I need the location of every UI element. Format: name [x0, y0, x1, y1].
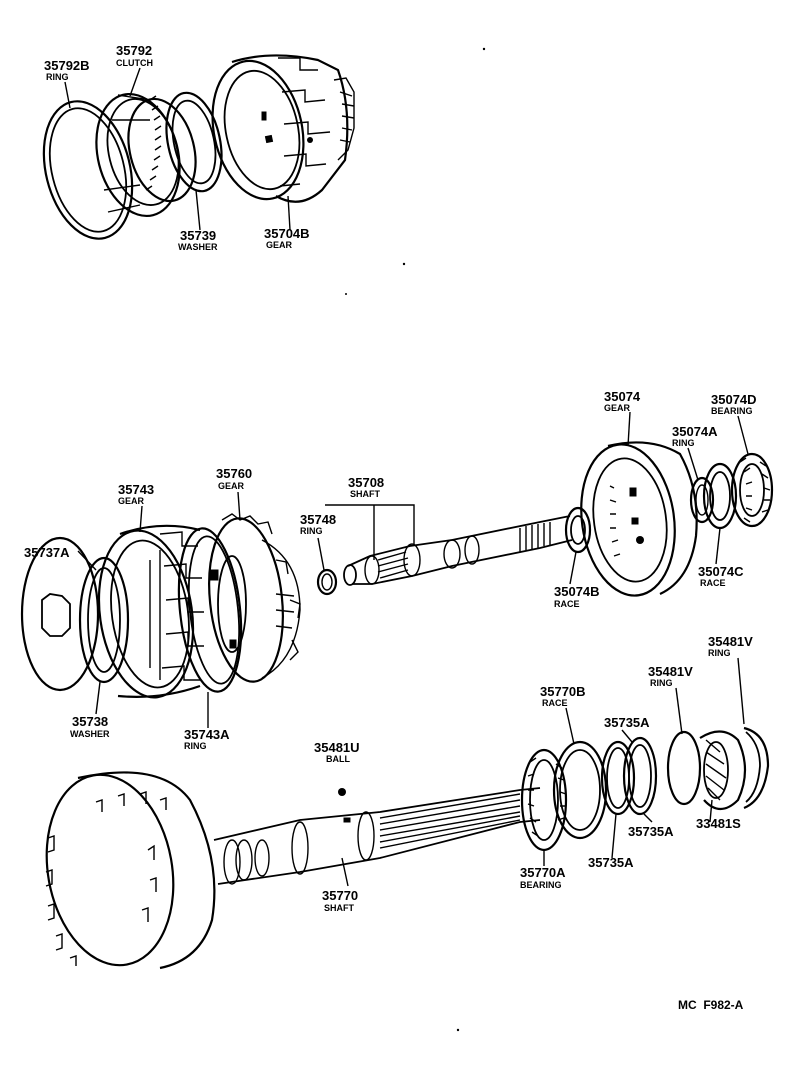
part-name: BEARING: [520, 880, 562, 890]
part-label-35792b: 35792B RING: [44, 58, 90, 82]
part-label-33481s: 33481S: [696, 816, 741, 831]
ring-35481v-outer-drawing: [743, 726, 770, 810]
ring-35748-drawing: [316, 568, 338, 596]
part-label-35743a: 35743A RING: [184, 727, 230, 751]
shaft-35708-drawing: [343, 515, 573, 586]
washer-35737a-drawing: [20, 536, 100, 692]
part-label-35737a: 35737A: [24, 545, 70, 560]
part-label-35074a: 35074A RING: [672, 424, 718, 448]
part-name: RACE: [554, 599, 580, 609]
part-number: 35481V: [648, 664, 693, 679]
race-35074b-drawing: [564, 506, 592, 554]
washer-35739-drawing: [165, 91, 223, 193]
part-number: 35770A: [520, 865, 566, 880]
part-label-35792: 35792 CLUTCH: [116, 43, 153, 68]
part-number: 35735A: [588, 855, 634, 870]
part-name: GEAR: [118, 496, 145, 506]
part-number: 35074D: [711, 392, 757, 407]
race-35770b-drawing: [552, 740, 608, 840]
part-number: 35735A: [628, 824, 674, 839]
part-label-35760: 35760 GEAR: [216, 466, 252, 491]
washer-35738-drawing: [78, 556, 130, 684]
ring-35792b-drawing: [42, 100, 134, 240]
part-label-35739: 35739 WASHER: [178, 228, 218, 252]
part-label-35074b: 35074B RACE: [554, 584, 600, 609]
ball-35481u-drawing: [338, 788, 346, 796]
part-label-35743: 35743 GEAR: [118, 482, 154, 506]
part-number: 35481U: [314, 740, 360, 755]
part-name: BALL: [326, 754, 350, 764]
part-number: 35748: [300, 512, 336, 527]
part-label-35735a-mid: 35735A: [628, 824, 674, 839]
part-label-35770: 35770 SHAFT: [322, 888, 358, 913]
part-label-35074c: 35074C RACE: [698, 564, 744, 588]
part-label-35704b: 35704B GEAR: [264, 226, 310, 250]
part-label-35738: 35738 WASHER: [70, 714, 110, 739]
part-label-35481v-inner: 35481V RING: [648, 664, 693, 688]
shaft-35770-drawing: [45, 771, 541, 970]
part-label-35735a-top: 35735A: [604, 715, 650, 730]
part-label-35481v-outer: 35481V RING: [708, 634, 753, 658]
part-number: 35074A: [672, 424, 718, 439]
part-number: 35737A: [24, 545, 70, 560]
part-number: 35704B: [264, 226, 310, 241]
part-name: RING: [672, 438, 695, 448]
part-number: 33481S: [696, 816, 741, 831]
part-number: 35770: [322, 888, 358, 903]
part-name: GEAR: [266, 240, 293, 250]
gear-35760-drawing: [208, 513, 301, 683]
bearing-35074d-drawing: [730, 452, 774, 528]
ring-35481v-inner-drawing: [666, 730, 702, 806]
part-label-35481u: 35481U BALL: [314, 740, 360, 764]
part-name: GEAR: [604, 403, 631, 413]
part-name: SHAFT: [324, 903, 354, 913]
ring-35735a-drawing: [600, 736, 658, 816]
part-number: 35792: [116, 43, 152, 58]
part-label-35074: 35074 GEAR: [604, 389, 641, 413]
part-label-35074d: 35074D BEARING: [711, 392, 757, 416]
part-number: 35481V: [708, 634, 753, 649]
ring-35074a-drawing: [689, 476, 715, 524]
part-name: RACE: [700, 578, 726, 588]
clutch-35792-drawing: [95, 92, 197, 218]
part-number: 35074: [604, 389, 641, 404]
part-name: BEARING: [711, 406, 753, 416]
figure-code: MC F982-A: [678, 998, 744, 1012]
part-label-35748: 35748 RING: [300, 512, 336, 536]
ring-35743a-drawing: [177, 527, 243, 693]
part-number: 35743: [118, 482, 154, 497]
part-number: 35739: [180, 228, 216, 243]
part-name: WASHER: [178, 242, 218, 252]
part-label-35735a-bottom: 35735A: [588, 855, 634, 870]
part-number: 35735A: [604, 715, 650, 730]
part-label-35770b: 35770B RACE: [540, 684, 586, 708]
part-number: 35074B: [554, 584, 600, 599]
part-name: WASHER: [70, 729, 110, 739]
part-label-35708: 35708 SHAFT: [348, 475, 384, 499]
part-name: SHAFT: [350, 489, 380, 499]
part-name: RING: [184, 741, 207, 751]
bearing-35770a-drawing: [520, 748, 568, 852]
part-number: 35792B: [44, 58, 90, 73]
part-number: 35708: [348, 475, 384, 490]
gear-35743-drawing: [97, 524, 204, 699]
part-name: RING: [46, 72, 69, 82]
part-name: RING: [650, 678, 673, 688]
part-name: RACE: [542, 698, 568, 708]
part-number: 35760: [216, 466, 252, 481]
gear-35704b-drawing: [211, 54, 355, 203]
gear-35074-drawing: [580, 441, 698, 597]
part-name: CLUTCH: [116, 58, 153, 68]
leader-lines: [64, 67, 749, 887]
part-name: GEAR: [218, 481, 245, 491]
part-number: 35738: [72, 714, 108, 729]
part-number: 35743A: [184, 727, 230, 742]
part-number: 35770B: [540, 684, 586, 699]
part-33481s-drawing: [699, 730, 747, 811]
part-number: 35074C: [698, 564, 744, 579]
part-name: RING: [708, 648, 731, 658]
part-name: RING: [300, 526, 323, 536]
part-label-35770a: 35770A BEARING: [520, 865, 566, 890]
